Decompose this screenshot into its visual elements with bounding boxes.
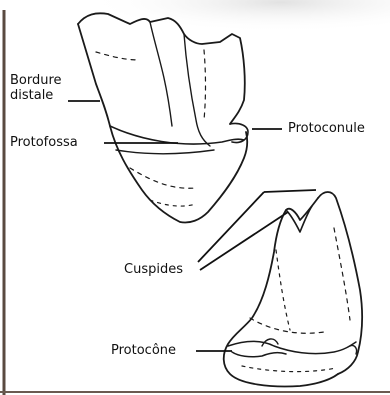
label-bordure-distale-line2: distale: [10, 89, 53, 103]
cuspides-leader-upper: [198, 192, 264, 262]
label-bordure-distale-line1: Bordure: [10, 74, 62, 88]
label-protocone: Protocône: [111, 344, 176, 358]
protocone-drawing: [224, 192, 362, 387]
label-cuspides: Cuspides: [124, 263, 183, 277]
label-protoconule: Protoconule: [288, 122, 365, 136]
upper-molar-drawing: [78, 13, 248, 222]
cuspides-leader-top: [264, 190, 316, 192]
label-protofossa: Protofossa: [10, 136, 78, 150]
